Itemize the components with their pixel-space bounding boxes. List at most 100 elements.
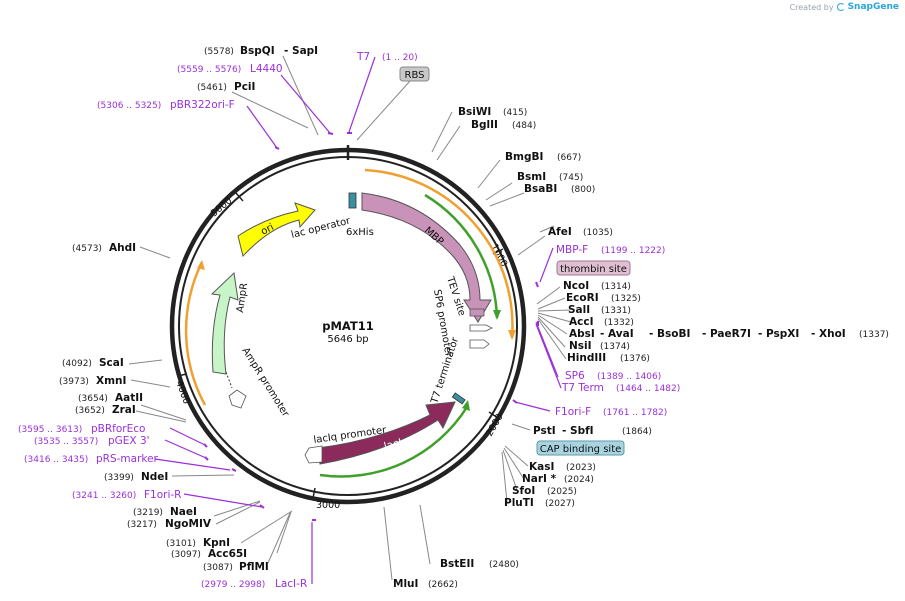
primer-prs-pos: (3416 .. 3435)	[24, 455, 88, 465]
tick-label-2000: 2000	[484, 412, 506, 438]
site-sfoi[interactable]: SfoI	[512, 485, 535, 497]
t7-terminator-feature	[451, 392, 466, 405]
primer-pbr322-pos: (5306 .. 5325)	[97, 101, 161, 111]
ori-label: ori	[259, 222, 276, 238]
site-acc65i[interactable]: Acc65I	[208, 548, 247, 560]
site-bsabi-pos: (800)	[571, 185, 595, 195]
primer-f1orif[interactable]: F1ori-F	[555, 406, 591, 418]
rbs-box[interactable]: RBS	[399, 66, 430, 82]
site-bsiwi[interactable]: BsiWI	[458, 106, 491, 118]
primer-mbpf[interactable]: MBP-F	[556, 244, 588, 256]
site-mlui-pos: (2662)	[428, 580, 458, 590]
site-sali-pos: (1331)	[601, 306, 631, 316]
primer-lacir[interactable]: LacI-R	[275, 578, 307, 590]
primer-f1orif-pos: (1761 .. 1782)	[603, 408, 667, 418]
feature-arc-orange-top-head	[508, 330, 516, 340]
site-aatii[interactable]: AatII	[115, 392, 143, 404]
site-paer7i[interactable]: - PaeR7I	[702, 328, 751, 340]
site-bsobi[interactable]: - BsoBI	[649, 328, 690, 340]
primer-l4440[interactable]: L4440	[250, 63, 283, 75]
site-kasi[interactable]: KasI	[529, 461, 554, 473]
site-pcii[interactable]: PciI	[234, 81, 255, 93]
site-ncoi[interactable]: NcoI	[563, 280, 589, 292]
primer-t7-pos: (1 .. 20)	[382, 53, 418, 63]
site-ngomiv[interactable]: NgoMIV	[165, 518, 212, 530]
tick-5000	[235, 192, 244, 202]
site-sbfi[interactable]: - SbfI	[562, 425, 594, 437]
primer-prs[interactable]: pRS-marker	[96, 453, 159, 465]
site-zrai-pos: (3652)	[75, 406, 105, 416]
site-nsii[interactable]: NsiI	[569, 340, 592, 352]
site-sali[interactable]: SalI	[568, 304, 590, 316]
primer-pbr322[interactable]: pBR322ori-F	[170, 99, 235, 111]
site-ncoi-pos: (1314)	[601, 282, 631, 292]
site-acci[interactable]: AccI	[569, 316, 593, 328]
site-nari[interactable]: NarI *	[522, 473, 557, 485]
site-pspxi[interactable]: - PspXI	[758, 328, 799, 340]
primer-t7[interactable]: T7	[356, 51, 370, 63]
site-bglii-pos: (484)	[512, 121, 536, 131]
site-bsabi[interactable]: BsaBI	[524, 183, 557, 195]
primer-t7term[interactable]: T7 Term	[561, 382, 604, 394]
tick-3000	[312, 487, 316, 499]
site-bsmi[interactable]: BsmI	[517, 171, 546, 183]
site-xmni[interactable]: XmnI	[96, 375, 126, 387]
ampr-dashed	[225, 371, 233, 389]
cap-binding-site-label: CAP binding site	[540, 444, 622, 455]
site-zrai[interactable]: ZraI	[112, 404, 136, 416]
site-naei[interactable]: NaeI	[170, 506, 197, 518]
ampr-feature	[210, 271, 239, 375]
site-hindiii[interactable]: HindIII	[567, 352, 606, 364]
site-xmni-pos: (3973)	[59, 377, 89, 387]
primer-lacir-pos: (2979 .. 2998)	[201, 580, 265, 590]
site-absi[interactable]: AbsI	[569, 328, 595, 340]
site-ndei[interactable]: NdeI	[141, 471, 168, 483]
site-ngomiv-pos: (3217)	[127, 520, 157, 530]
primer-sp6[interactable]: SP6	[565, 370, 585, 382]
site-afei[interactable]: AfeI	[548, 226, 572, 238]
site-avai[interactable]: - AvaI	[600, 328, 634, 340]
site-bmgbi-pos: (667)	[557, 153, 581, 163]
primer-pbrforeco[interactable]: pBRforEco	[91, 423, 145, 435]
feature-arc-green-bottom	[319, 406, 469, 478]
site-sapi[interactable]: - SapI	[284, 45, 318, 57]
site-ecori[interactable]: EcoRI	[566, 292, 599, 304]
primer-pgex-pos: (3535 .. 3557)	[34, 437, 98, 447]
t7-terminator-arrow	[469, 339, 490, 349]
primer-pbrforeco-pos: (3595 .. 3613)	[18, 425, 82, 435]
site-xhoi[interactable]: - XhoI	[811, 328, 846, 340]
mbp-feature	[361, 192, 492, 323]
primer-l4440-pos: (5559 .. 5576)	[177, 65, 241, 75]
tick-4000	[176, 373, 188, 377]
site-kasi-pos: (2023)	[566, 463, 596, 473]
site-ndei-pos: (3399)	[104, 473, 134, 483]
feature-arc-green-bottom-head	[462, 400, 470, 411]
cap-binding-site-box[interactable]: CAP binding site	[536, 440, 625, 456]
primer-pgex[interactable]: pGEX 3'	[108, 435, 150, 447]
site-ahdi[interactable]: AhdI	[109, 242, 136, 254]
site-bmgbi[interactable]: BmgBI	[505, 151, 543, 163]
site-pflmi[interactable]: PflMI	[239, 561, 269, 573]
ampr-promoter-feature	[228, 389, 247, 409]
site-acci-pos: (1332)	[604, 318, 634, 328]
primer-markers	[203, 132, 539, 521]
site-hindiii-pos: (1376)	[620, 354, 650, 364]
site-kpni[interactable]: KpnI	[203, 537, 230, 549]
ampr-label: AmpR	[235, 282, 250, 313]
primer-f1orir-pos: (3241 .. 3260)	[72, 491, 136, 501]
tick-2000	[488, 411, 499, 419]
site-pluti[interactable]: PluTI	[504, 497, 534, 509]
site-acc65i-pos: (3097)	[171, 550, 201, 560]
primer-f1orir[interactable]: F1ori-R	[144, 489, 181, 501]
thrombin-site-box[interactable]: thrombin site	[556, 260, 631, 276]
site-bspqi-pos: (5578)	[204, 47, 234, 57]
site-mlui[interactable]: MluI	[393, 578, 418, 590]
site-pluti-pos: (2027)	[545, 499, 575, 509]
site-psti[interactable]: PstI	[533, 425, 556, 437]
site-bsteii[interactable]: BstEII	[440, 558, 474, 570]
site-bglii[interactable]: BglII	[471, 119, 498, 131]
site-bspqi[interactable]: BspQI	[240, 45, 275, 57]
thrombin-site-label: thrombin site	[560, 264, 627, 275]
site-scai[interactable]: ScaI	[99, 357, 124, 369]
